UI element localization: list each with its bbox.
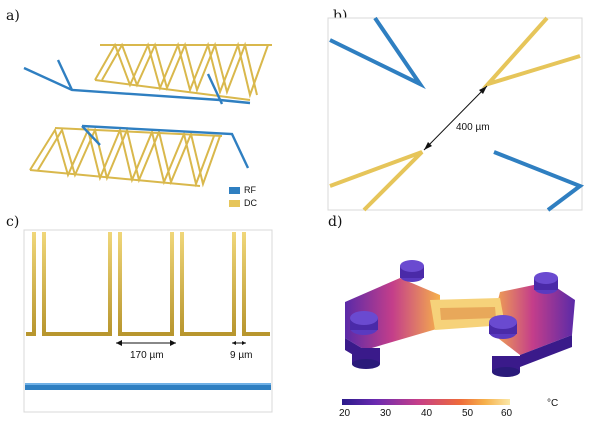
legend-swatch-dc (229, 200, 240, 207)
width-label: 9 µm (230, 350, 253, 361)
dc-fingers (26, 232, 270, 336)
dc-tip-upper-right (481, 16, 581, 88)
panel-label-d: d) (328, 214, 343, 230)
colorbar-tick-40: 40 (421, 408, 433, 419)
colorbar-tick-20: 20 (339, 408, 351, 419)
mounting-posts (350, 260, 558, 377)
pitch-label: 170 µm (130, 350, 164, 361)
colorbar-tick-60: 60 (501, 408, 513, 419)
legend-swatch-rf (229, 187, 240, 194)
dc-tip-lower-left (329, 150, 424, 212)
panel-label-c: c) (6, 214, 20, 230)
colorbar (342, 399, 510, 405)
panel-label-a: a) (6, 8, 20, 24)
colorbar-tick-30: 30 (380, 408, 392, 419)
rf-rail-lower (81, 124, 250, 169)
distance-label: 400 µm (456, 122, 490, 133)
rf-rail-upper (23, 59, 251, 105)
rf-rail (25, 383, 271, 390)
rf-tip-upper-left (329, 16, 426, 90)
colorbar-unit: °C (547, 398, 559, 409)
distance-arrow (423, 85, 488, 151)
legend-label-rf: RF (244, 185, 256, 195)
dc-electrodes-upper (94, 41, 272, 101)
colorbar-tick-50: 50 (462, 408, 474, 419)
dc-electrodes-lower (29, 126, 223, 188)
rf-tip-lower-right (493, 150, 585, 212)
legend-label-dc: DC (244, 198, 257, 208)
